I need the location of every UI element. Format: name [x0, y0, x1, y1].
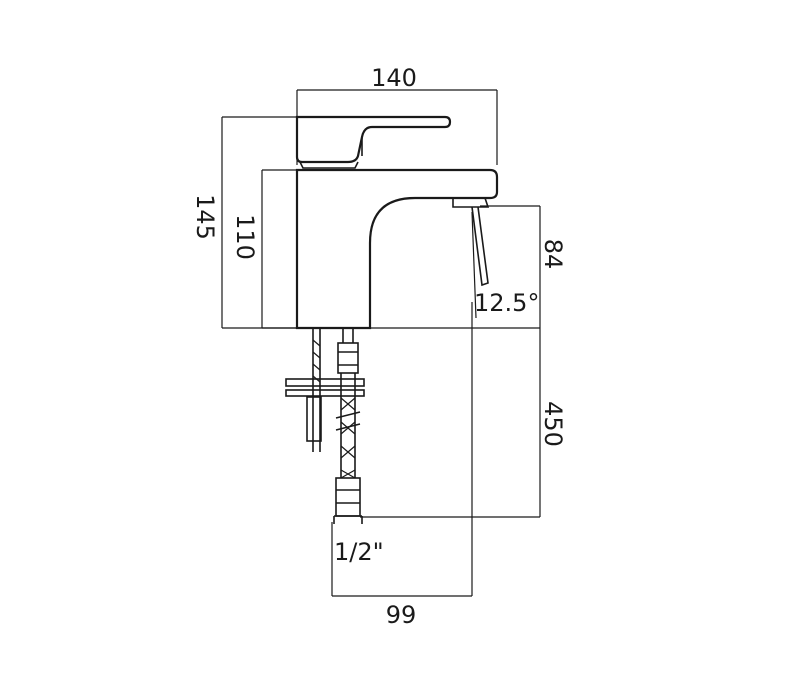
dim-total-height: 145 [191, 194, 219, 240]
dim-spout-height: 84 [539, 239, 567, 270]
dim-hose-length: 450 [539, 401, 567, 447]
tap-handle [295, 115, 452, 169]
flexible-hose [333, 328, 363, 524]
dim-thread: 1/2" [334, 538, 384, 566]
dim-body-height: 110 [231, 214, 259, 260]
fixing-plates [285, 378, 365, 397]
tap-body [295, 168, 499, 330]
dim-projection: 99 [386, 601, 417, 629]
dim-angle: 12.5° [474, 289, 539, 317]
dim-width: 140 [371, 64, 417, 92]
spout-aerator [452, 197, 490, 287]
dimension-lines [221, 89, 541, 597]
